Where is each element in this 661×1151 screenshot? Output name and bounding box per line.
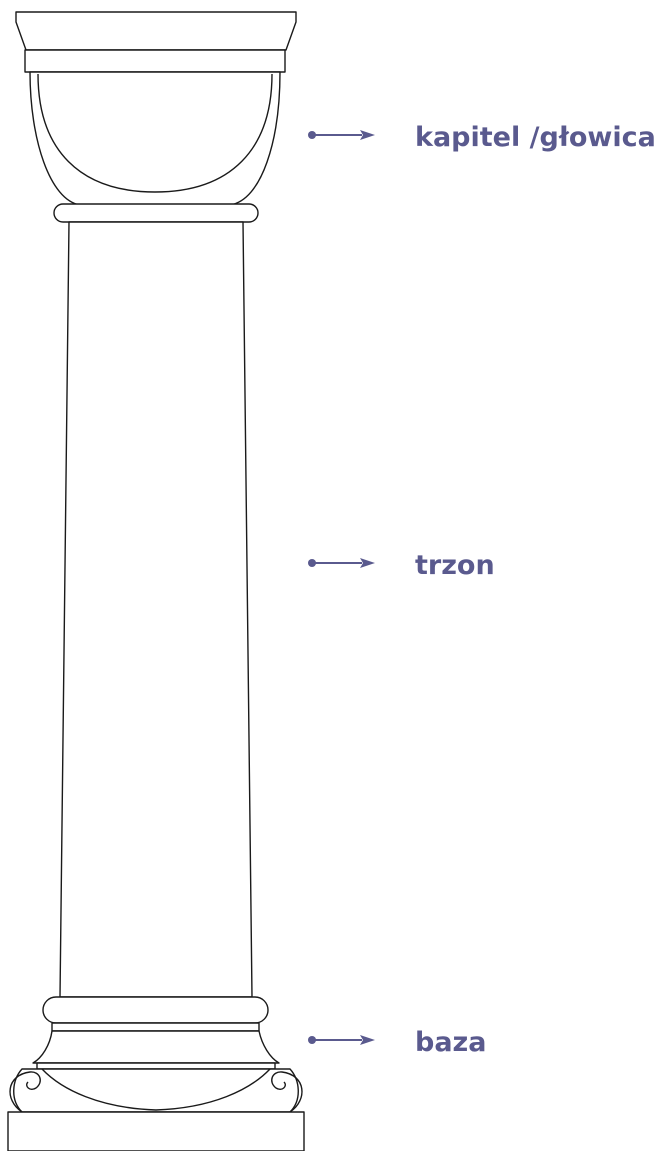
capital-astragal (53, 203, 259, 223)
column-capital (15, 11, 297, 223)
pointer-capital-arrowhead (360, 130, 375, 140)
capital-echinus (29, 71, 281, 206)
base-lower-torus (13, 1068, 299, 1113)
label-base: baza (415, 1027, 487, 1058)
capital-abacus (15, 11, 297, 51)
base-lower-band (36, 1062, 276, 1070)
pointer-base-arrowhead (360, 1035, 375, 1045)
base-scotia (32, 1030, 280, 1064)
base-fillet (51, 1022, 260, 1032)
capital-echinus-inner (37, 73, 273, 193)
pointer-shaft (308, 558, 375, 568)
base-plinth (7, 1111, 305, 1151)
base-corner-right (271, 1071, 303, 1113)
column-base (7, 996, 305, 1151)
pointer-shaft-arrowhead (360, 558, 375, 568)
label-shaft: trzon (415, 550, 495, 581)
label-capital: kapitel /głowica (415, 122, 656, 153)
base-lower-torus-inner (41, 1068, 271, 1111)
capital-abacus-band (24, 49, 286, 73)
pointer-capital (308, 130, 375, 140)
pointer-base (308, 1035, 375, 1045)
base-corner-left (9, 1071, 41, 1113)
base-upper-torus (42, 996, 269, 1024)
column-shaft (59, 221, 253, 998)
